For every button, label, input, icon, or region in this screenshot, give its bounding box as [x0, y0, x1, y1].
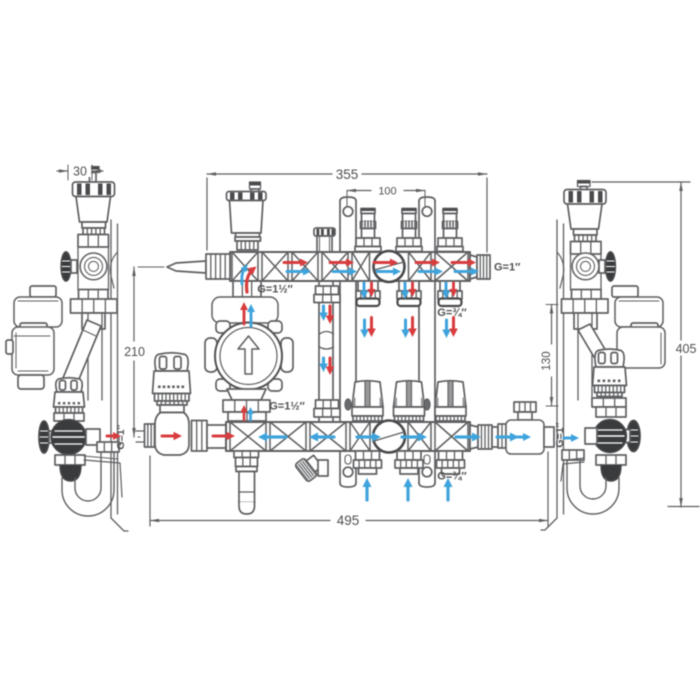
svg-text:G=1″: G=1″ — [494, 262, 521, 274]
svg-text:355: 355 — [336, 167, 359, 182]
svg-text:495: 495 — [337, 513, 360, 528]
svg-text:130: 130 — [541, 351, 553, 370]
svg-text:G=1″: G=1″ — [115, 424, 127, 449]
svg-text:G=¾″: G=¾″ — [437, 307, 467, 319]
svg-text:210: 210 — [124, 345, 145, 359]
svg-text:G=1″: G=1″ — [554, 422, 566, 447]
svg-text:G=1½″: G=1½″ — [269, 401, 305, 413]
svg-text:G=1½″: G=1½″ — [257, 284, 293, 296]
svg-text:30: 30 — [73, 165, 87, 179]
svg-text:G=¾″: G=¾″ — [437, 471, 467, 483]
svg-text:405: 405 — [676, 342, 697, 356]
svg-text:100: 100 — [378, 186, 396, 198]
